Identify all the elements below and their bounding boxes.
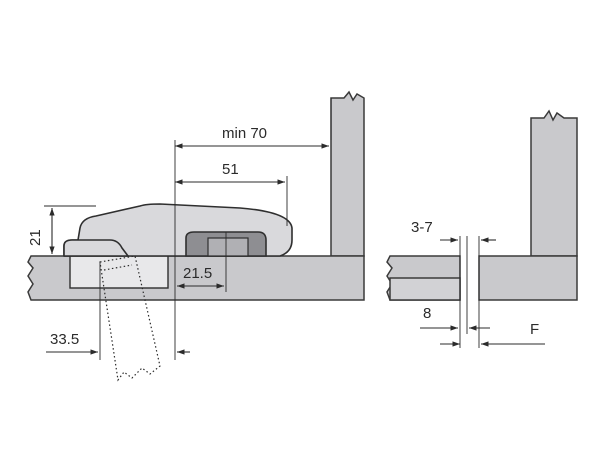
dim-label-33-5: 33.5 bbox=[50, 331, 79, 348]
dim-label-21: 21 bbox=[27, 229, 44, 246]
hinge-cup-boss bbox=[63, 239, 129, 257]
dim-label-min70: min 70 bbox=[222, 125, 267, 142]
dim-label-3-7: 3-7 bbox=[411, 219, 433, 236]
side-panel-bottom-right bbox=[478, 255, 578, 301]
right-view: 3-7 8 F bbox=[386, 109, 578, 348]
cup-swing-inner bbox=[103, 264, 133, 271]
dim-label-21-5: 21.5 bbox=[183, 265, 212, 282]
dim-label-51: 51 bbox=[222, 161, 239, 178]
door-edge-strip bbox=[389, 277, 461, 301]
cabinet-side-panel-right bbox=[530, 109, 578, 257]
dim-label-8: 8 bbox=[423, 305, 431, 322]
cup-swing-outline bbox=[99, 255, 161, 382]
cabinet-side-panel bbox=[330, 90, 365, 257]
dim-label-f: F bbox=[530, 321, 539, 338]
cup-cavity bbox=[69, 255, 169, 289]
mounting-plate-screw bbox=[207, 237, 249, 257]
left-view: min 70 51 21 21.5 33.5 bbox=[27, 90, 365, 382]
